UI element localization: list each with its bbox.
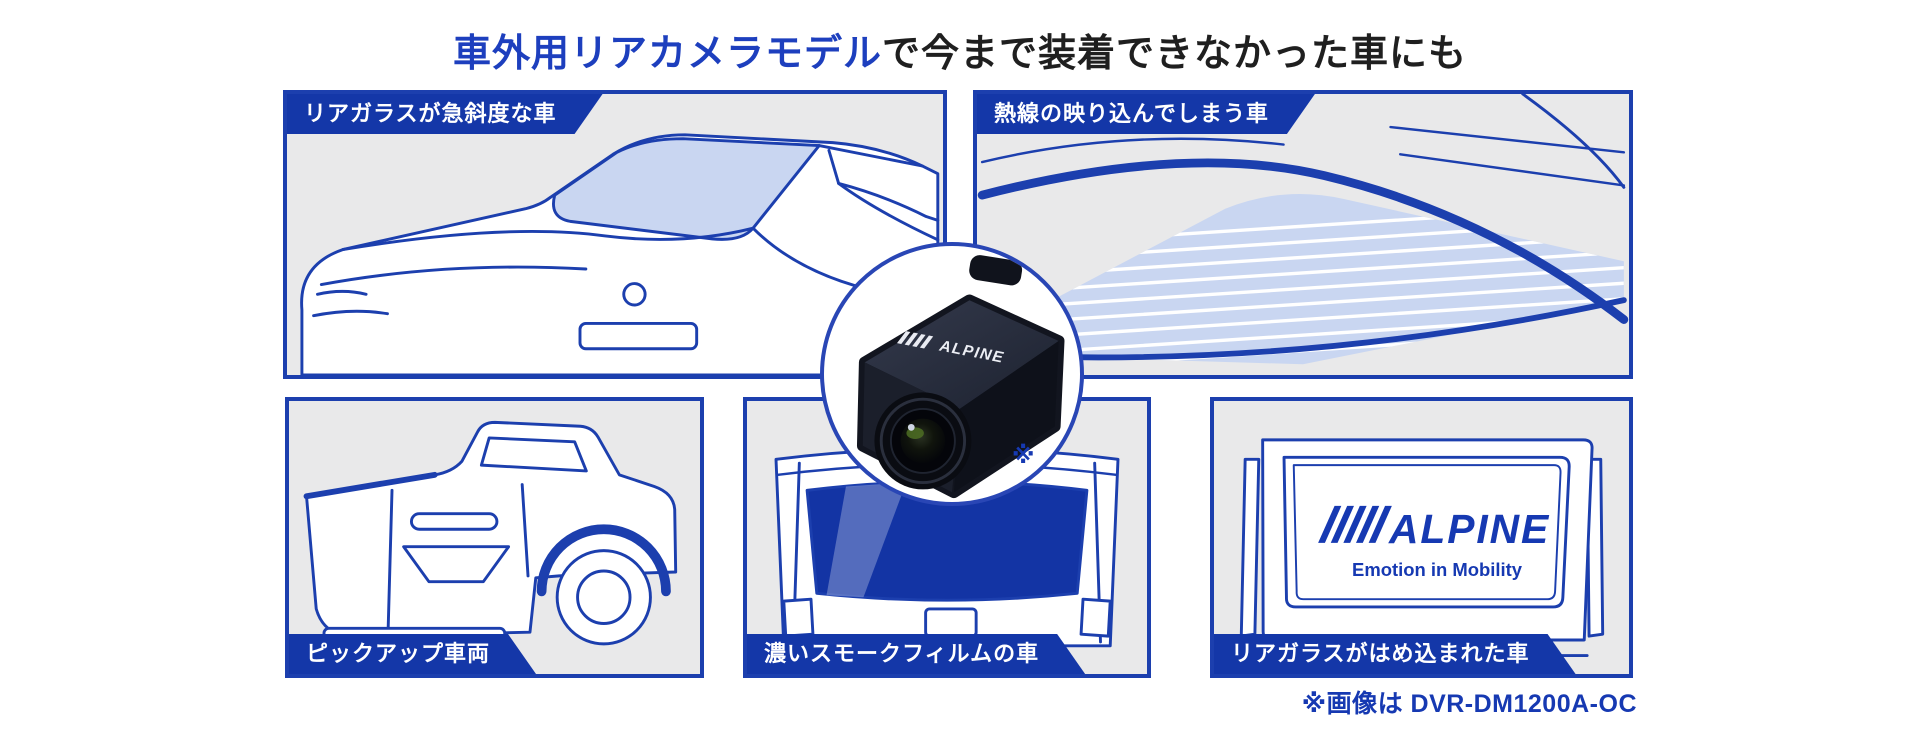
panel-steep-rear-glass: リアガラスが急斜度な車 (283, 90, 947, 379)
panel-fitted-rear-glass: ALPINE Emotion in Mobility リアガラスがはめ込まれた車 (1210, 397, 1633, 678)
window-alpine-wordmark: ALPINE (1388, 506, 1550, 552)
car-illustration-pickup (303, 420, 678, 650)
rear-camera-product-image: ALPINE (856, 255, 1065, 499)
car-illustration-steep-rear-glass (300, 133, 940, 375)
camera-note-mark: ※ (1012, 442, 1035, 468)
panel-heat-wire-glass: 熱線の映り込んでしまう車 (973, 90, 1633, 379)
panel-label-pickup: ピックアップ車両 (289, 634, 536, 674)
camera-body: ALPINE (856, 255, 1065, 499)
window-alpine-tagline: Emotion in Mobility (1352, 559, 1523, 580)
panel-label-heat-wire-glass: 熱線の映り込んでしまう車 (977, 94, 1315, 134)
car-illustration-heat-wire-glass (977, 94, 1629, 365)
camera-photo-circle: ALPINE (820, 242, 1084, 506)
panel-label-steep-rear-glass: リアガラスが急斜度な車 (287, 94, 603, 134)
page-title: 車外用リアカメラモデルで今まで装着できなかった車にも (0, 22, 1920, 77)
car-illustration-fitted-rear-glass: ALPINE Emotion in Mobility (1239, 438, 1605, 657)
camera-lens (874, 392, 972, 490)
title-highlight: 車外用リアカメラモデル (452, 33, 882, 75)
title-rest: で今まで装着できなかった車にも (882, 33, 1468, 75)
car-illustration-dark-smoke-film (774, 447, 1120, 648)
panel-pickup: ピックアップ車両 (285, 397, 704, 678)
panel-label-dark-smoke-film: 濃いスモークフィルムの車 (747, 634, 1085, 674)
window-alpine-slashes (1318, 505, 1392, 543)
panel-label-fitted-rear-glass: リアガラスがはめ込まれた車 (1214, 634, 1576, 674)
model-footnote: ※画像は DVR-DM1200A-OC (1301, 690, 1637, 718)
